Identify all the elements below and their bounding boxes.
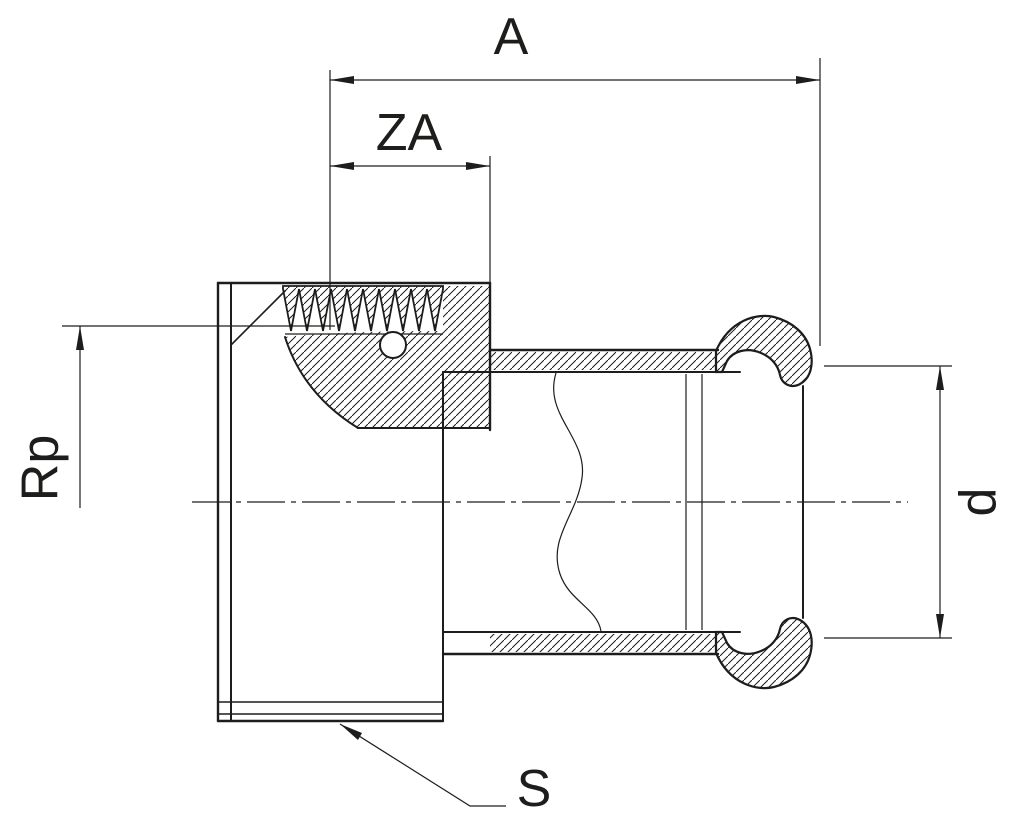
arrowhead-s [340, 724, 362, 740]
thread-entry-chamfer [230, 290, 286, 346]
dimension-label-za: ZA [376, 104, 443, 162]
press-bead-bottom [714, 616, 813, 690]
dimension-label-s: S [517, 760, 552, 818]
sleeve-wall-top-hatch [490, 352, 716, 370]
arrowhead-za-right [466, 162, 490, 170]
dimension-label-d: d [950, 488, 1008, 517]
arrowhead-d-top [936, 366, 944, 390]
press-bead-top [714, 314, 813, 388]
break-line [553, 372, 602, 632]
bore-runout-curve [284, 336, 359, 429]
arrowhead-za-left [330, 162, 354, 170]
sleeve-wall-bottom-hatch [490, 634, 716, 652]
dimension-label-a: A [494, 8, 529, 66]
leader-line-s [339, 723, 506, 807]
arrowhead-d-bottom [936, 614, 944, 638]
thread-profile-hatch [282, 285, 444, 332]
fitting-body [192, 281, 908, 723]
seal-ring-detail [379, 331, 407, 359]
dimension-annotations: A ZA Rp d S [12, 8, 1008, 818]
arrowhead-a-right [796, 76, 820, 84]
dimension-label-rp: Rp [12, 435, 70, 501]
arrowhead-rp-top [76, 326, 84, 350]
arrowhead-a-left [330, 76, 354, 84]
